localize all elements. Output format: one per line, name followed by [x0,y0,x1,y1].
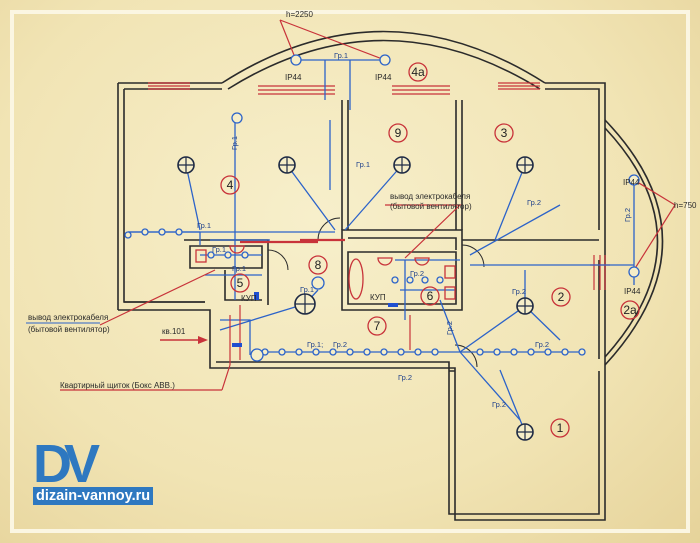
room-number: 2 [558,290,565,304]
room-number: 6 [427,289,434,303]
room-number: 8 [315,258,322,272]
room-number: 2а [623,303,637,317]
room-number: 5 [237,276,244,290]
windows [148,82,610,290]
room-number: 3 [501,126,508,140]
room-number: 4 [227,178,234,192]
cable-note-line2: (бытовой вентилятор) [28,325,110,334]
paper-frame [10,10,690,533]
room-number: 7 [374,319,381,333]
group-label: Гр.2 [527,198,541,207]
walls [117,30,664,521]
arrow-head-icon [198,336,208,344]
kup-box-icon [388,303,398,307]
room-number: 9 [395,126,402,140]
group-label: Гр.1 [230,136,239,150]
group-label: Гр.1 [334,51,348,60]
room-number: 1 [557,421,564,435]
lamp-spokes [178,157,533,440]
kup-label: КУП [241,294,257,303]
group-label: Гр.1 [212,245,226,254]
panel-note: Квартирный щиток (Бокс АВВ.) [60,381,175,390]
apartment-panel-icon [232,343,242,347]
group-label: Гр.2 [492,400,506,409]
group-label: Гр.2 [333,340,347,349]
lamp-label: IP44 [375,73,392,82]
group-label: Гр.2 [445,321,454,335]
group-label: Гр.1 [300,285,314,294]
group-label: Гр.2 [623,208,632,222]
leader-lines [60,19,676,391]
kup-box-icon [254,292,259,300]
lamp-label: IP44 [285,73,302,82]
height-label-right: h=750 [674,201,697,210]
height-label-top: h=2250 [286,10,313,19]
group-label: Гр.1 [356,160,370,169]
group-label: Гр.1; [307,340,323,349]
cable-note-line2: (бытовой вентилятор) [390,202,472,211]
sockets [124,54,640,362]
kup-label: КУП [370,293,386,302]
room-number: 4а [411,65,425,79]
group-label: Гр.1 [232,264,246,273]
logo-url: dizain-vannoy.ru [33,487,154,505]
lamp-label: IP44 [624,287,641,296]
cable-note-line1: вывод электрокабеля [28,313,108,322]
group-label: Гр.2 [512,287,526,296]
group-label: Гр.2 [535,340,549,349]
sanitary-fixtures [195,245,456,300]
group-label: Гр.2 [398,373,412,382]
cable-note-line1: вывод электрокабеля [390,192,470,201]
group-label: Гр.1 [197,221,211,230]
site-logo: DV dizain-vannoy.ru [33,434,163,506]
logo-mark: DV [33,434,100,494]
apartment-label: кв.101 [162,327,186,336]
group-label: Гр.2 [410,269,424,278]
lamp-label: IP44 [623,178,640,187]
room-markers [220,62,640,438]
